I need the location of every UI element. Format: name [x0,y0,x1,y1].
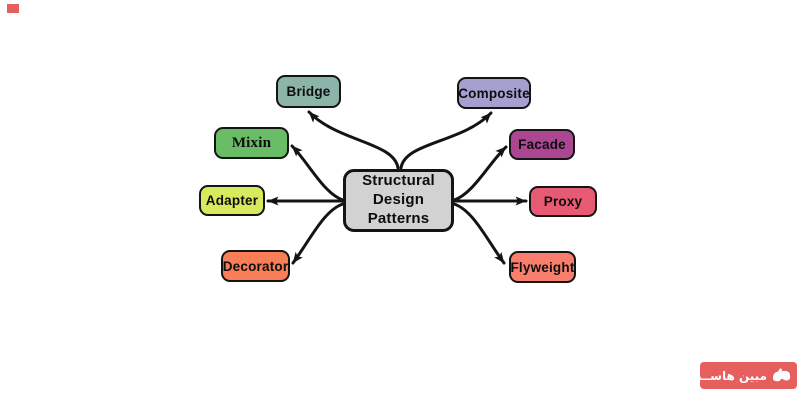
arrow-to-composite [399,111,493,170]
watermark-badge: مبین هاســت [689,362,797,389]
mabinhost-logo-icon [771,367,792,384]
node-composite: Composite [457,77,531,109]
node-facade: Facade [509,129,575,160]
arrow-to-decorator [291,202,345,265]
node-mixin: Mixin [214,127,289,159]
arrow-to-bridge [307,110,400,170]
watermark-text: مبین هاســت [689,368,767,383]
node-adapter: Adapter [199,185,265,216]
arrow-to-mixin [290,144,345,202]
node-decorator: Decorator [221,250,290,282]
node-proxy: Proxy [529,186,597,217]
arrow-to-facade [452,145,508,202]
node-flyweight: Flyweight [509,251,576,283]
arrow-to-flyweight [452,202,506,265]
node-bridge: Bridge [276,75,341,108]
node-structural-design-patterns: Structural Design Patterns [343,169,454,232]
corner-mark [7,4,19,13]
